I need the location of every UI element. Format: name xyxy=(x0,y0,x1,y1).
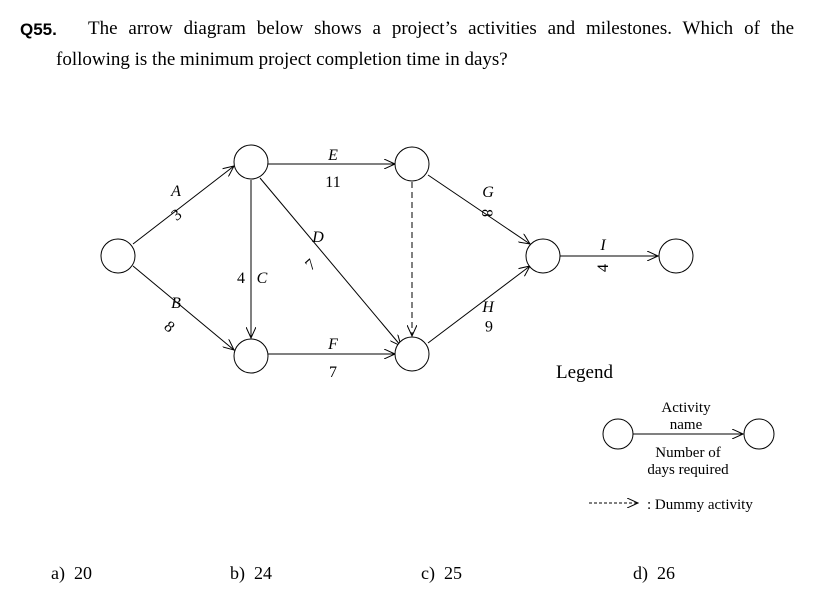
answer-d-letter: d) xyxy=(633,563,648,583)
legend-title: Legend xyxy=(556,362,613,383)
arrow-d xyxy=(259,177,401,346)
activity-c-name: C xyxy=(257,270,268,287)
question-text-line-2: following is the minimum project complet… xyxy=(56,49,508,70)
activity-d-name: D xyxy=(311,229,324,246)
legend-activity-name-line1: Activity xyxy=(661,400,711,416)
activity-a-days: 3 xyxy=(169,206,186,224)
activity-g-name: G xyxy=(482,184,494,201)
activity-b-days: 8 xyxy=(161,318,178,336)
activity-e-days: 11 xyxy=(325,174,340,191)
activity-h-name: H xyxy=(481,299,495,316)
milestone-node-7 xyxy=(658,238,694,274)
activity-c-days: 4 xyxy=(237,270,245,287)
activity-f-days: 7 xyxy=(329,364,337,381)
legend-start-node xyxy=(602,418,634,450)
legend-days-line2: days required xyxy=(647,462,729,478)
legend-end-node xyxy=(743,418,775,450)
answer-c-letter: c) xyxy=(421,563,435,583)
answer-d-value: 26 xyxy=(657,563,675,583)
answer-option-c[interactable]: c) 25 xyxy=(421,563,462,584)
activity-h-days: 6 xyxy=(485,317,493,334)
question-text-line-1: The arrow diagram below shows a project’… xyxy=(88,18,794,39)
milestone-node-5 xyxy=(394,336,430,372)
legend-dummy-label: : Dummy activity xyxy=(647,497,753,513)
answer-b-letter: b) xyxy=(230,563,245,583)
answer-option-b[interactable]: b) 24 xyxy=(230,563,272,584)
activity-b-name: B xyxy=(171,295,181,312)
milestone-node-6 xyxy=(525,238,561,274)
arrow-a xyxy=(132,166,234,245)
legend-activity-name-line2: name xyxy=(670,417,703,433)
answer-option-d[interactable]: d) 26 xyxy=(633,563,675,584)
arrow-g xyxy=(427,174,530,244)
activity-a-name: A xyxy=(170,183,181,200)
arrow-h xyxy=(427,266,530,344)
milestone-node-4 xyxy=(394,146,430,182)
activity-i-name: I xyxy=(599,237,606,254)
arrow-b xyxy=(132,265,234,350)
activity-f-name: F xyxy=(327,336,338,353)
activity-i-days: 4 xyxy=(595,264,612,272)
milestone-node-2 xyxy=(233,144,269,180)
answer-b-value: 24 xyxy=(254,563,272,583)
milestone-node-1 xyxy=(100,238,136,274)
answer-c-value: 25 xyxy=(443,563,462,583)
milestone-node-3 xyxy=(233,338,269,374)
question-number: Q55. xyxy=(20,20,57,39)
legend-days-line1: Number of xyxy=(655,445,720,461)
activity-g-days: 8 xyxy=(478,209,495,217)
answer-option-a[interactable]: a) 20 xyxy=(51,563,92,584)
answer-a-letter: a) xyxy=(51,563,65,583)
activity-d-days: 7 xyxy=(302,256,319,274)
answer-a-value: 20 xyxy=(73,563,92,583)
activity-e-name: E xyxy=(327,147,338,164)
